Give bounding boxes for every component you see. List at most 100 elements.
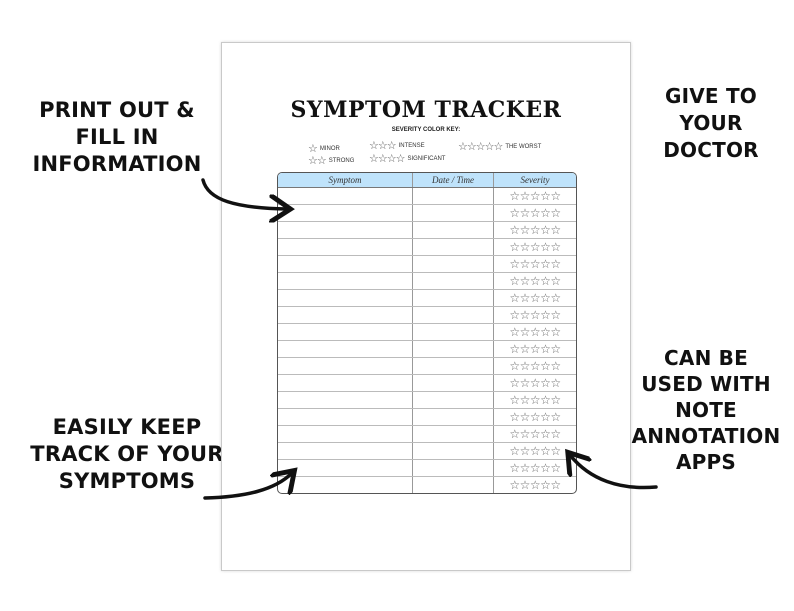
date-time-cell[interactable] — [413, 443, 494, 459]
symptom-cell[interactable] — [278, 426, 413, 442]
table-row: ☆☆☆☆☆ — [278, 222, 576, 239]
table-row: ☆☆☆☆☆ — [278, 341, 576, 358]
callout-line: NOTE — [675, 398, 737, 422]
symptom-cell[interactable] — [278, 222, 413, 238]
symptom-cell[interactable] — [278, 375, 413, 391]
star-icon: ☆☆☆☆☆ — [458, 140, 503, 153]
symptom-cell[interactable] — [278, 443, 413, 459]
severity-stars-icon[interactable]: ☆☆☆☆☆ — [509, 376, 561, 390]
key-significant: ☆☆☆☆ SIGNIFICANT — [369, 153, 445, 164]
severity-stars-icon[interactable]: ☆☆☆☆☆ — [509, 291, 561, 305]
severity-stars-icon[interactable]: ☆☆☆☆☆ — [509, 206, 561, 220]
date-time-cell[interactable] — [413, 392, 494, 408]
table-row: ☆☆☆☆☆ — [278, 324, 576, 341]
symptom-cell[interactable] — [278, 324, 413, 340]
symptom-cell[interactable] — [278, 477, 413, 493]
key-label: STRONG — [328, 157, 355, 164]
severity-stars-icon[interactable]: ☆☆☆☆☆ — [509, 410, 561, 424]
severity-stars-icon[interactable]: ☆☆☆☆☆ — [509, 189, 561, 203]
date-time-cell[interactable] — [413, 273, 494, 289]
callout-line: USED WITH — [641, 372, 771, 396]
severity-key-title: SEVERITY COLOR KEY: — [391, 127, 461, 133]
key-label: INTENSE — [398, 142, 425, 149]
date-time-cell[interactable] — [413, 358, 494, 374]
star-icon: ☆☆ — [308, 154, 327, 167]
date-time-cell[interactable] — [413, 324, 494, 340]
tracker-page: SYMPTOM TRACKER SEVERITY COLOR KEY: ☆ MI… — [221, 42, 631, 571]
table-row: ☆☆☆☆☆ — [278, 409, 576, 426]
callout-line: PRINT OUT & — [39, 98, 195, 122]
symptom-cell[interactable] — [278, 239, 413, 255]
key-the-worst: ☆☆☆☆☆ THE WORST — [458, 141, 541, 152]
table-header: Symptom Date / Time Severity — [278, 173, 576, 188]
document-title: SYMPTOM TRACKER — [290, 97, 562, 123]
date-time-cell[interactable] — [413, 239, 494, 255]
star-icon: ☆☆☆ — [369, 139, 397, 152]
symptom-cell[interactable] — [278, 307, 413, 323]
callout-annotation-apps: CAN BE USED WITH NOTE ANNOTATION APPS — [618, 345, 794, 475]
symptom-table: Symptom Date / Time Severity ☆☆☆☆☆☆☆☆☆☆☆… — [277, 172, 577, 494]
table-row: ☆☆☆☆☆ — [278, 307, 576, 324]
callout-line: TRACK OF YOUR — [30, 442, 224, 466]
key-label: MINOR — [319, 145, 340, 152]
severity-stars-icon[interactable]: ☆☆☆☆☆ — [509, 461, 561, 475]
key-strong: ☆☆ STRONG — [308, 155, 354, 166]
callout-give-doctor: GIVE TO YOUR DOCTOR — [636, 83, 786, 164]
severity-stars-icon[interactable]: ☆☆☆☆☆ — [509, 427, 561, 441]
table-row: ☆☆☆☆☆ — [278, 375, 576, 392]
table-row: ☆☆☆☆☆ — [278, 256, 576, 273]
date-time-cell[interactable] — [413, 307, 494, 323]
callout-line: ANNOTATION — [631, 424, 781, 448]
symptom-cell[interactable] — [278, 409, 413, 425]
callout-line: YOUR — [679, 111, 743, 135]
severity-stars-icon[interactable]: ☆☆☆☆☆ — [509, 342, 561, 356]
date-time-cell[interactable] — [413, 188, 494, 204]
callout-line: DOCTOR — [663, 138, 759, 162]
date-time-cell[interactable] — [413, 409, 494, 425]
symptom-cell[interactable] — [278, 205, 413, 221]
date-time-cell[interactable] — [413, 222, 494, 238]
symptom-cell[interactable] — [278, 358, 413, 374]
date-time-cell[interactable] — [413, 426, 494, 442]
table-row: ☆☆☆☆☆ — [278, 273, 576, 290]
severity-stars-icon[interactable]: ☆☆☆☆☆ — [509, 274, 561, 288]
callout-print-fill: PRINT OUT & FILL IN INFORMATION — [22, 97, 212, 178]
date-time-cell[interactable] — [413, 460, 494, 476]
symptom-cell[interactable] — [278, 392, 413, 408]
symptom-cell[interactable] — [278, 256, 413, 272]
date-time-cell[interactable] — [413, 375, 494, 391]
date-time-cell[interactable] — [413, 205, 494, 221]
symptom-cell[interactable] — [278, 290, 413, 306]
table-row: ☆☆☆☆☆ — [278, 426, 576, 443]
table-row: ☆☆☆☆☆ — [278, 205, 576, 222]
table-row: ☆☆☆☆☆ — [278, 188, 576, 205]
date-time-cell[interactable] — [413, 290, 494, 306]
callout-line: FILL IN — [75, 125, 159, 149]
severity-stars-icon[interactable]: ☆☆☆☆☆ — [509, 240, 561, 254]
table-body: ☆☆☆☆☆ ☆☆☆☆☆ ☆☆☆☆☆ ☆☆☆☆☆ ☆☆☆☆☆ ☆☆☆☆☆ ☆☆☆☆☆ ☆☆☆☆☆… — [278, 188, 576, 493]
severity-stars-icon[interactable]: ☆☆☆☆☆ — [509, 325, 561, 339]
symptom-cell[interactable] — [278, 273, 413, 289]
key-label: THE WORST — [505, 143, 542, 150]
severity-stars-icon[interactable]: ☆☆☆☆☆ — [509, 257, 561, 271]
symptom-cell[interactable] — [278, 460, 413, 476]
key-intense: ☆☆☆ INTENSE — [369, 140, 425, 151]
symptom-cell[interactable] — [278, 188, 413, 204]
callout-line: CAN BE — [664, 346, 748, 370]
severity-stars-icon[interactable]: ☆☆☆☆☆ — [509, 359, 561, 373]
severity-stars-icon[interactable]: ☆☆☆☆☆ — [509, 308, 561, 322]
symptom-cell[interactable] — [278, 341, 413, 357]
date-time-cell[interactable] — [413, 477, 494, 493]
severity-stars-icon[interactable]: ☆☆☆☆☆ — [509, 393, 561, 407]
callout-line: SYMPTOMS — [58, 469, 196, 493]
severity-stars-icon[interactable]: ☆☆☆☆☆ — [509, 444, 561, 458]
table-row: ☆☆☆☆☆ — [278, 290, 576, 307]
callout-line: GIVE TO — [664, 84, 757, 108]
date-time-cell[interactable] — [413, 256, 494, 272]
callout-line: APPS — [676, 450, 736, 474]
date-time-cell[interactable] — [413, 341, 494, 357]
table-row: ☆☆☆☆☆ — [278, 358, 576, 375]
severity-stars-icon[interactable]: ☆☆☆☆☆ — [509, 478, 561, 492]
callout-line: EASILY KEEP — [52, 415, 202, 439]
severity-stars-icon[interactable]: ☆☆☆☆☆ — [509, 223, 561, 237]
